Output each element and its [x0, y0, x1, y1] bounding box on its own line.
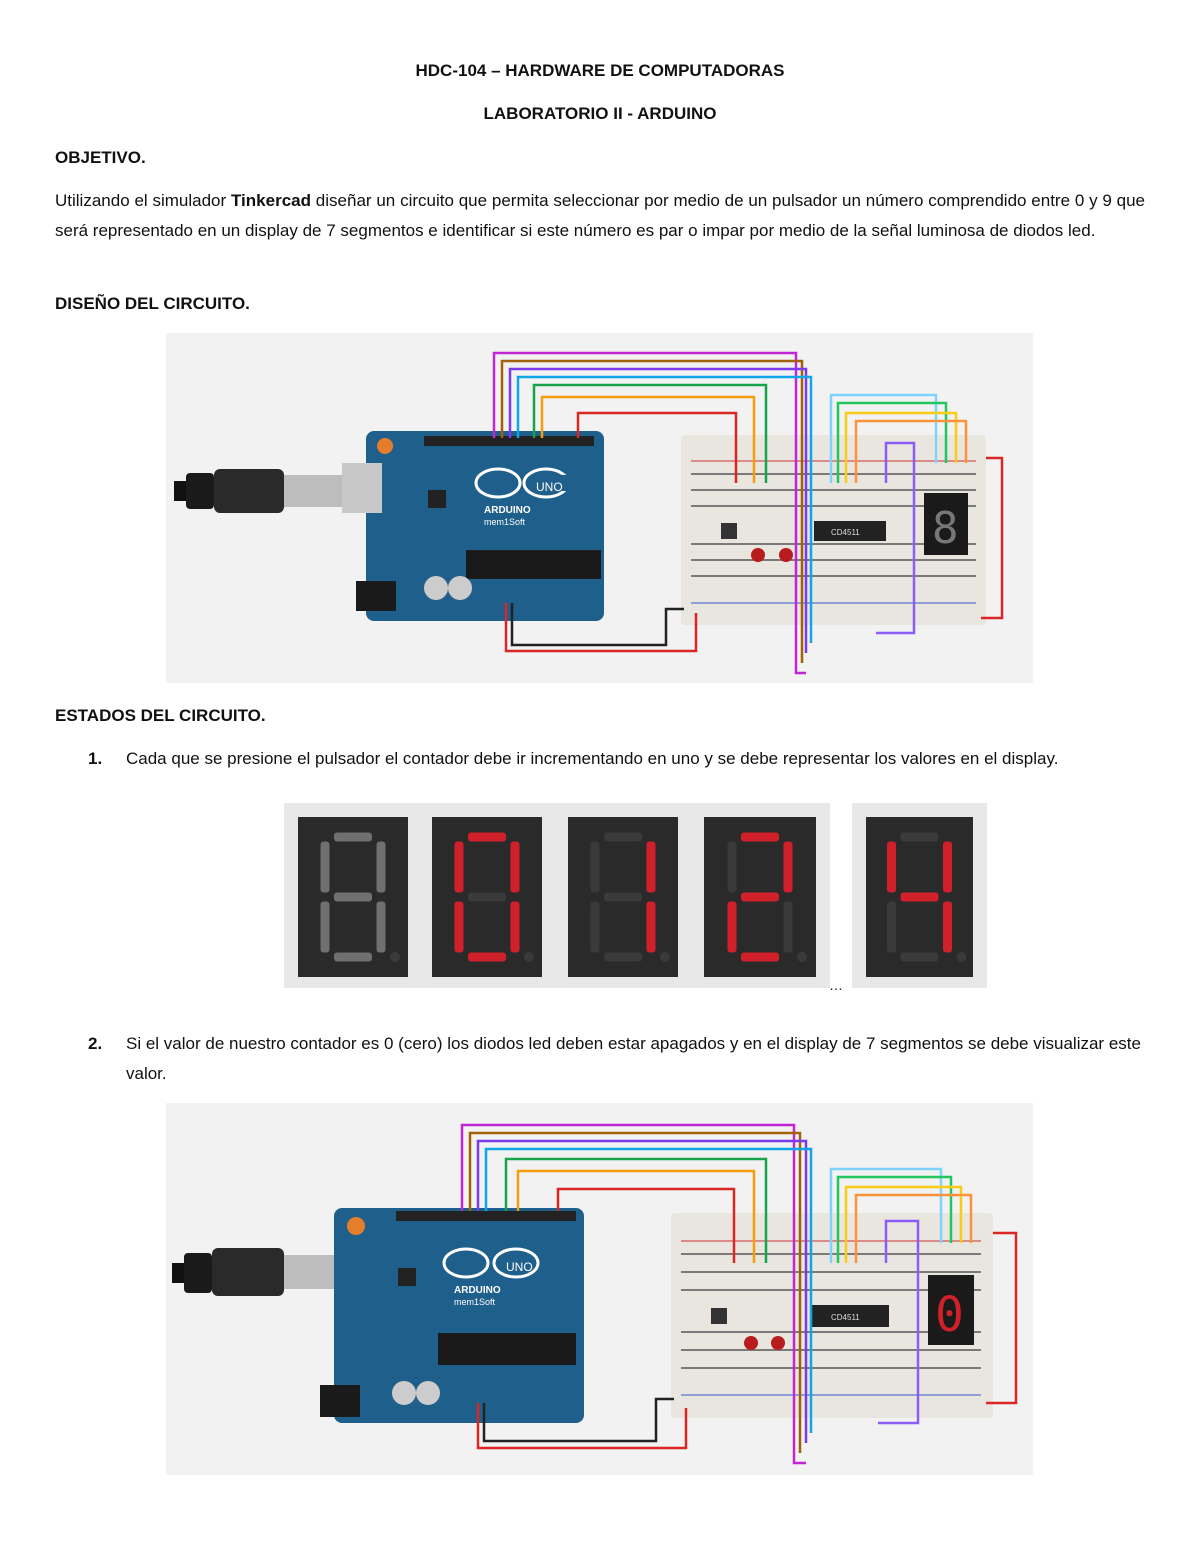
segment — [741, 832, 779, 842]
segment — [604, 952, 642, 962]
ellipsis: … — [829, 977, 843, 993]
segment — [604, 892, 642, 902]
segment — [646, 841, 656, 893]
objective-heading: OBJETIVO. — [55, 148, 146, 167]
ic-label: CD4511 — [831, 528, 860, 537]
state-2-number: 2. — [88, 1034, 103, 1053]
segment — [727, 841, 737, 893]
segment — [320, 901, 330, 953]
svg-text:8: 8 — [932, 503, 959, 554]
segment — [376, 901, 386, 953]
objective-text-bold: Tinkercad — [230, 191, 311, 210]
seven-segment-panel: 2 — [690, 803, 830, 988]
segment — [741, 892, 779, 902]
segment — [590, 901, 600, 953]
seven-segment-panel: 8 — [284, 803, 422, 988]
segment — [943, 841, 952, 893]
circuit-diagram-1: ARDUINO mem1Soft UNO CD4511 8 — [166, 333, 1033, 683]
uno-text-2: UNO — [506, 1260, 533, 1274]
objective-paragraph: Utilizando el simulador Tinkercad diseña… — [55, 186, 1145, 246]
brand-text: mem1Soft — [484, 517, 526, 527]
segment — [727, 901, 737, 953]
segment — [468, 952, 506, 962]
objective-text-pre: Utilizando el simulador — [55, 191, 231, 210]
seven-segment-panel: 0 — [418, 803, 556, 988]
segment — [376, 841, 386, 893]
segment — [334, 832, 372, 842]
state-1-text: Cada que se presione el pulsador el cont… — [126, 749, 1059, 768]
segment — [454, 841, 464, 893]
objective-text-post: diseñar un circuito que permita seleccio… — [55, 191, 1146, 240]
segment — [943, 901, 952, 953]
state-2-text: Si el valor de nuestro contador es 0 (ce… — [126, 1034, 1141, 1083]
segment — [646, 901, 656, 953]
svg-text:0: 0 — [935, 1287, 964, 1343]
seven-segment-panel: 4 — [852, 803, 987, 988]
document-subtitle: LABORATORIO II - ARDUINO — [483, 104, 717, 123]
state-1-number: 1. — [88, 749, 103, 768]
arduino-logo-text-2: ARDUINO — [454, 1285, 501, 1296]
segment — [604, 832, 642, 842]
states-heading: ESTADOS DEL CIRCUITO. — [55, 706, 266, 725]
seven-segment-panel: 1 — [554, 803, 692, 988]
segment — [590, 841, 600, 893]
segment — [468, 832, 506, 842]
segment — [320, 841, 330, 893]
segment — [334, 892, 372, 902]
segment — [900, 952, 939, 962]
segment — [783, 841, 793, 893]
segment — [887, 901, 896, 953]
segment — [741, 952, 779, 962]
brand-text-2: mem1Soft — [454, 1297, 496, 1307]
document-title: HDC-104 – HARDWARE DE COMPUTADORAS — [415, 61, 785, 80]
segment — [510, 901, 520, 953]
segment — [468, 892, 506, 902]
arduino-logo-text: ARDUINO — [484, 505, 531, 516]
ic-label-2: CD4511 — [831, 1313, 860, 1322]
segment — [454, 901, 464, 953]
segment — [900, 832, 939, 842]
segment — [510, 841, 520, 893]
segment — [783, 901, 793, 953]
circuit-diagram-2: ARDUINO mem1Soft UNO CD4511 0 — [166, 1103, 1033, 1475]
design-heading: DISEÑO DEL CIRCUITO. — [55, 294, 250, 313]
segment — [887, 841, 896, 893]
segment — [900, 892, 939, 902]
uno-text: UNO — [536, 480, 563, 494]
segment — [334, 952, 372, 962]
